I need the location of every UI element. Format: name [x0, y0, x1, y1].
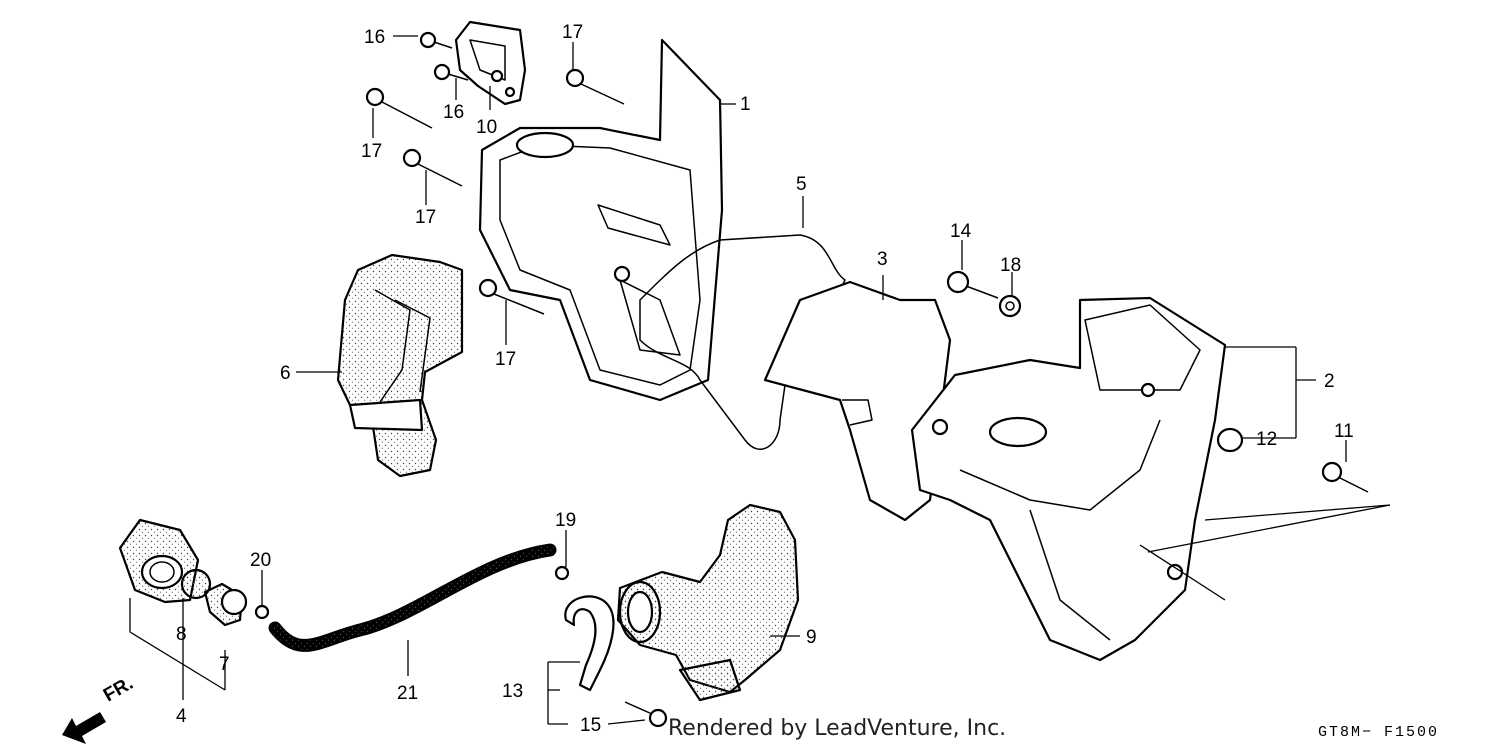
diagram-code: GT8M− F1500: [1318, 724, 1440, 741]
callout-18: 18: [1000, 255, 1021, 276]
callout-21: 21: [397, 683, 418, 704]
callout-17a: 17: [562, 22, 583, 43]
watermark-text: Rendered by LeadVenture, Inc.: [668, 716, 1007, 741]
tapping-screw-a[interactable]: [365, 87, 433, 129]
callout-3: 3: [877, 249, 888, 270]
bolt-part-11[interactable]: [1321, 461, 1369, 493]
callout-17b: 17: [361, 141, 382, 162]
callout-12: 12: [1256, 429, 1277, 450]
front-direction-label: FR.: [100, 673, 137, 706]
drain-cap-part[interactable]: [118, 518, 200, 604]
air-cleaner-case-part[interactable]: [478, 38, 724, 402]
callout-4: 4: [176, 706, 187, 727]
drain-plug-part[interactable]: [203, 582, 248, 627]
callout-17c: 17: [415, 207, 436, 228]
callout-16b: 16: [443, 102, 464, 123]
drain-tube-part[interactable]: [268, 543, 557, 652]
tapping-screw-b[interactable]: [402, 148, 463, 187]
callout-1: 1: [740, 94, 751, 115]
leader-lines: [129, 35, 1391, 725]
flange-bolt-b[interactable]: [433, 63, 469, 81]
callout-11: 11: [1334, 421, 1354, 442]
callout-labels: 1 2 3 4 5 6 7 8 9 10 11 12 13 14 15 16 1…: [176, 22, 1354, 736]
seal-part[interactable]: [336, 253, 464, 478]
callout-16a: 16: [364, 27, 385, 48]
callout-20: 20: [250, 550, 271, 571]
bracket-part[interactable]: [454, 20, 527, 106]
callout-7: 7: [219, 654, 230, 675]
screw-part-15[interactable]: [624, 701, 668, 728]
callout-19: 19: [555, 510, 576, 531]
callout-14: 14: [950, 221, 972, 242]
callout-10: 10: [476, 117, 497, 138]
callout-2: 2: [1324, 371, 1335, 392]
tapping-screw-c[interactable]: [478, 278, 545, 315]
plug-part[interactable]: [180, 568, 212, 600]
callout-17d: 17: [495, 349, 516, 370]
callout-9: 9: [806, 627, 817, 648]
tube-clip-upper-part[interactable]: [554, 565, 570, 581]
bolt-part-14[interactable]: [946, 270, 999, 299]
lower-case-part[interactable]: [910, 296, 1227, 662]
tube-band-part[interactable]: [564, 595, 615, 692]
callout-15: 15: [580, 715, 601, 736]
callout-5: 5: [796, 174, 807, 195]
callout-13: 13: [502, 681, 523, 702]
tapping-screw-d[interactable]: [565, 68, 625, 105]
flange-bolt-a[interactable]: [419, 31, 453, 49]
tube-clip-part[interactable]: [254, 604, 270, 620]
washer-part-18[interactable]: [998, 294, 1022, 318]
connecting-tube-part[interactable]: [616, 503, 800, 702]
callout-8: 8: [176, 624, 187, 645]
callout-6: 6: [280, 363, 291, 384]
front-direction-arrow: FR.: [62, 673, 137, 744]
grommet-part-12[interactable]: [1216, 427, 1244, 453]
